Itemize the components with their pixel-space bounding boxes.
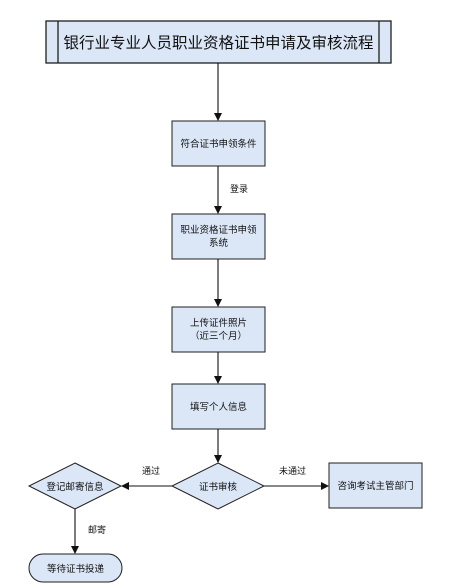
title-box: 银行业专业人员职业资格证书申请及审核流程 [45, 20, 392, 64]
login-label: 登录 [230, 184, 248, 195]
terminator-await: 等待证书投递 [28, 553, 123, 583]
step-consult: 咨询考试主管部门 [328, 462, 423, 509]
fail-label: 未通过 [279, 465, 306, 477]
step-register-mail-label: 登记邮寄信息 [46, 481, 103, 493]
pass-label: 通过 [142, 465, 160, 477]
step-consult-label: 咨询考试主管部门 [337, 480, 413, 492]
mail-label: 邮寄 [88, 524, 106, 536]
decision-review-label: 证书审核 [199, 481, 238, 493]
step-upload-label-line2: （近三个月） [190, 330, 247, 342]
step-condition: 符合证书申领条件 [171, 120, 266, 167]
step-system-label-line1: 职业资格证书申领 [180, 224, 257, 236]
step-fill-info: 填写个人信息 [171, 383, 266, 430]
step-fill-info-label: 填写个人信息 [190, 401, 247, 413]
diagram-title: 银行业专业人员职业资格证书申请及审核流程 [63, 34, 373, 52]
step-upload-label-line1: 上传证件照片 [190, 317, 247, 329]
decision-review: 证书审核 [170, 462, 266, 510]
step-register-mail: 登记邮寄信息 [27, 462, 123, 510]
step-system: 职业资格证书申领 系统 [171, 213, 266, 260]
step-condition-label: 符合证书申领条件 [180, 138, 257, 150]
step-system-label-line2: 系统 [209, 237, 229, 249]
step-upload: 上传证件照片 （近三个月） [171, 306, 266, 353]
terminator-await-label: 等待证书投递 [47, 563, 105, 575]
